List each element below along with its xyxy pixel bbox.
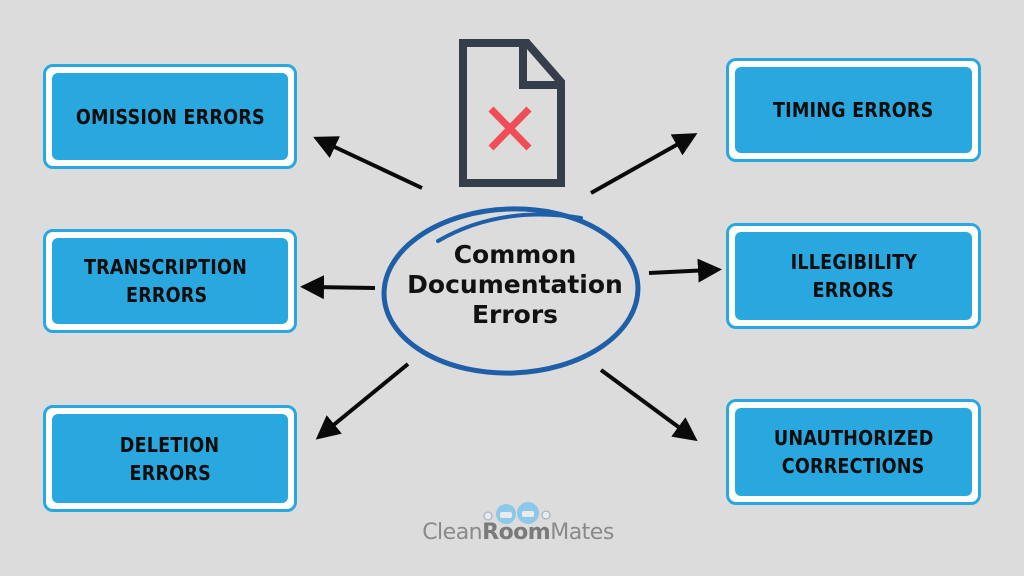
arrow-to-illegibility	[648, 258, 722, 283]
box-timing-errors: TIMING ERRORS	[726, 58, 981, 162]
box-label: ILLEGIBILITY	[790, 250, 917, 274]
title-line: Documentation	[407, 270, 623, 299]
box-label: CORRECTIONS	[782, 454, 925, 478]
arrow-to-omission	[313, 136, 423, 190]
box-label: TRANSCRIPTION	[84, 255, 248, 279]
box-label: TIMING ERRORS	[773, 98, 934, 122]
cleanroom-mascot-icon	[483, 502, 551, 524]
arrow-to-timing	[590, 133, 698, 195]
box-unauthorized-corrections: UNAUTHORIZED CORRECTIONS	[726, 399, 981, 505]
document-error-icon	[459, 39, 565, 187]
arrow-to-unauthorized	[599, 368, 698, 442]
box-omission-errors: OMISSION ERRORS	[43, 64, 297, 169]
box-label: DELETION	[120, 432, 220, 457]
title-line: Errors	[471, 300, 559, 329]
arrow-to-deletion	[315, 362, 410, 440]
box-label: ERRORS	[126, 283, 208, 307]
box-label: ERRORS	[812, 278, 895, 302]
brand-logo: CleanRoomMates	[418, 520, 618, 545]
box-label: OMISSION ERRORS	[75, 104, 265, 129]
box-label: UNAUTHORIZED	[773, 426, 934, 450]
box-illegibility-errors: ILLEGIBILITY ERRORS	[726, 223, 981, 329]
diagram-title: Common Documentation Errors	[385, 240, 645, 330]
title-circle-icon	[381, 206, 641, 376]
logo-text-room: Room	[482, 520, 551, 545]
logo-text-clean: Clean	[422, 520, 483, 545]
box-label: ERRORS	[129, 460, 211, 485]
box-transcription-errors: TRANSCRIPTION ERRORS	[43, 229, 297, 333]
title-line: Common	[453, 240, 577, 269]
box-deletion-errors: DELETION ERRORS	[43, 405, 297, 512]
logo-text-mates: Mates	[550, 520, 614, 545]
arrow-to-transcription	[300, 275, 376, 300]
